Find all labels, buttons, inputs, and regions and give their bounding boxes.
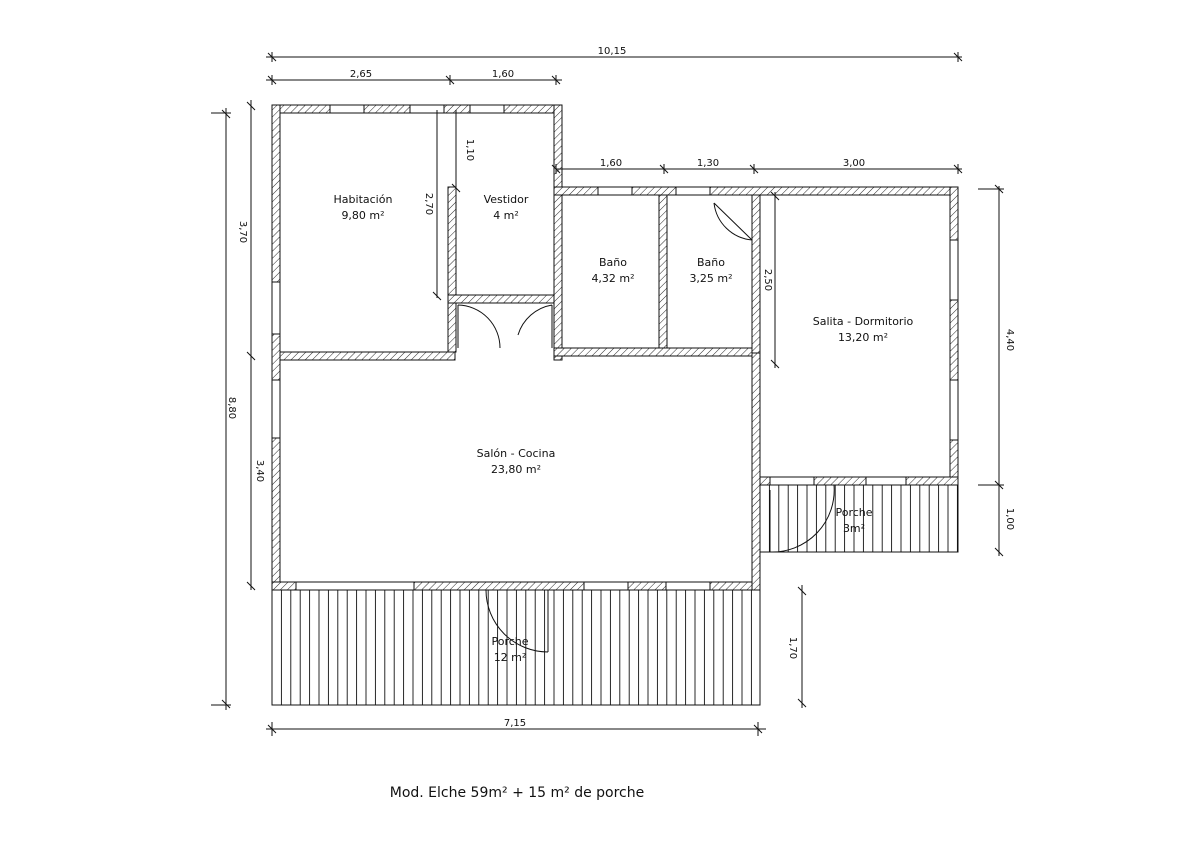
door-front (485, 589, 549, 653)
dimension-lines (211, 52, 1004, 736)
dim-total-width: 10,15 (598, 46, 627, 57)
dim-top-mid: 1,60 (492, 69, 514, 80)
dim-right-c: 3,00 (843, 158, 865, 169)
room-area-salon: 23,80 m² (491, 463, 541, 476)
dim-left-upper: 3,70 (237, 221, 248, 243)
door-side (769, 484, 835, 553)
dim-habitacion-h: 2,70 (423, 193, 434, 215)
dim-salita-h: 2,50 (762, 269, 773, 291)
room-name-porche-front: Porche (491, 635, 528, 648)
walls (271, 104, 959, 591)
dim-right-lower: 1,00 (1004, 508, 1015, 530)
room-area-vestidor: 4 m² (493, 209, 519, 222)
dim-right-b: 1,30 (697, 158, 719, 169)
dim-porch-depth: 1,70 (787, 637, 798, 659)
dim-top-left: 2,65 (350, 69, 372, 80)
room-area-bano2: 3,25 m² (689, 272, 732, 285)
room-area-porche-side: 3m² (843, 522, 865, 535)
porch-side-deck (759, 484, 959, 553)
room-area-salita: 13,20 m² (838, 331, 888, 344)
room-name-salita: Salita - Dormitorio (813, 315, 914, 328)
room-name-porche-side: Porche (835, 506, 872, 519)
dim-bottom-width: 7,15 (504, 718, 526, 729)
dim-right-upper: 4,40 (1004, 329, 1015, 351)
dim-left-lower: 3,40 (254, 460, 265, 482)
dim-left-total: 8,80 (226, 397, 237, 419)
room-area-porche-front: 12 m² (494, 651, 527, 664)
door-bano2 (713, 202, 753, 241)
room-name-vestidor: Vestidor (484, 193, 529, 206)
dim-right-a: 1,60 (600, 158, 622, 169)
room-name-bano1: Baño (599, 256, 627, 269)
room-name-habitacion: Habitación (334, 193, 393, 206)
porch-front-deck (271, 589, 761, 706)
room-name-salon: Salón - Cocina (477, 447, 556, 460)
room-name-bano2: Baño (697, 256, 725, 269)
plan-caption: Mod. Elche 59m² + 15 m² de porche (390, 785, 645, 801)
room-area-bano1: 4,32 m² (591, 272, 634, 285)
door-vestidor (517, 304, 553, 348)
dimension-labels: 10,15 2,65 1,60 1,60 1,30 3,00 1,10 2,70… (226, 46, 1015, 729)
room-area-habitacion: 9,80 m² (341, 209, 384, 222)
room-labels: Habitación 9,80 m² Vestidor 4 m² Baño 4,… (334, 193, 914, 664)
dim-vestidor-h: 1,10 (464, 139, 475, 161)
door-habitacion (457, 304, 501, 349)
doors (457, 202, 835, 653)
